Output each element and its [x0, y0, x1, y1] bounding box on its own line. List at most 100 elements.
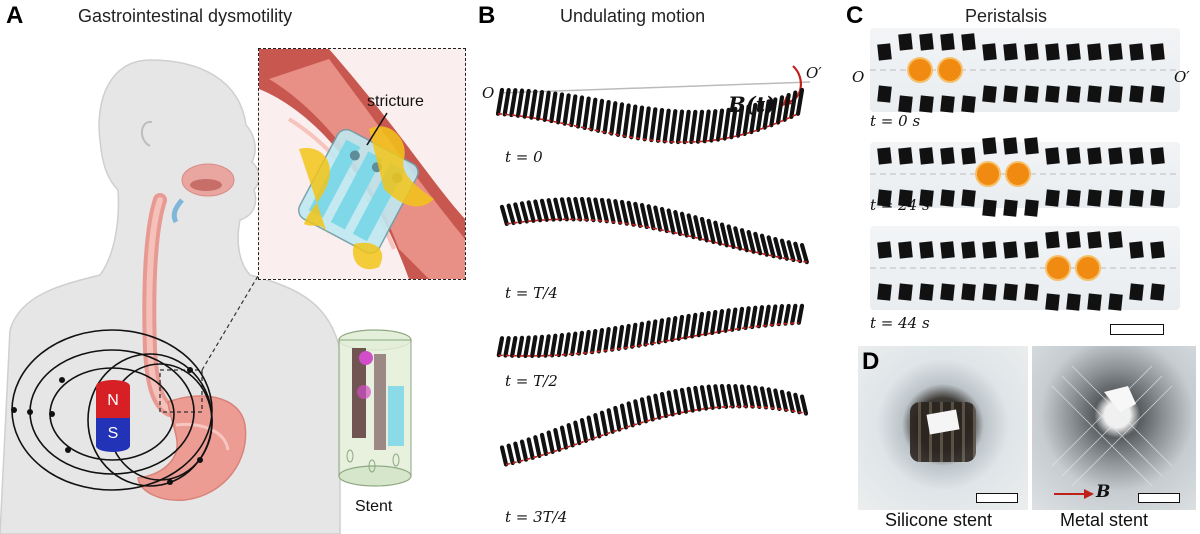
cilia-bar-0-20: [629, 104, 638, 140]
cilia-bar-1-12: [579, 196, 589, 222]
tube-segment-0-8: [1045, 85, 1060, 103]
cilia-bar-1-37: [746, 229, 756, 254]
panel-b-axis-end: O′: [806, 64, 822, 82]
tube-segment-2-5: [982, 283, 997, 301]
cilia-bar-1-21: [639, 202, 649, 230]
cilia-bar-0-38: [749, 102, 758, 135]
time-label-c-1: t = 24 s: [870, 196, 930, 214]
tube-segment-2-7: [1024, 241, 1039, 259]
cilia-bar-0-33: [715, 108, 725, 142]
cilia-bar-2-31: [703, 310, 711, 337]
magnet-north-pole: N: [96, 380, 130, 418]
tube-segment-2-3: [940, 241, 955, 259]
cilia-bar-3-43: [786, 391, 795, 414]
cilia-bar-3-1: [506, 443, 515, 466]
stomach: [137, 395, 247, 501]
cilia-bar-1-26: [673, 209, 683, 237]
cilia-bar-0-30: [695, 109, 705, 144]
cilia-bar-1-5: [533, 199, 543, 223]
tube-segment-1-12: [1129, 147, 1144, 165]
cilia-bar-0-5: [529, 89, 538, 120]
cilia-bar-0-14: [589, 97, 598, 132]
cilia-bar-3-24: [659, 391, 669, 419]
cilia-bar-2-30: [696, 311, 705, 338]
tube-segment-1-4: [961, 147, 976, 165]
tube-segment-2-3: [940, 283, 955, 301]
tube-segment-0-6: [1003, 85, 1018, 103]
tube-segment-0-12: [1129, 43, 1144, 61]
cilia-bar-0-23: [649, 107, 658, 143]
tube-segment-2-6: [1003, 283, 1018, 301]
cilia-bar-0-11: [569, 94, 578, 128]
cilia-bar-0-18: [615, 102, 625, 137]
cilia-bar-0-6: [535, 89, 545, 121]
metal-scale-bar: [1138, 493, 1180, 503]
tube-segment-1-11: [1108, 189, 1123, 207]
cilia-bar-3-0: [499, 445, 509, 467]
tube-segment-1-11: [1108, 147, 1123, 165]
tube-segment-2-10: [1087, 293, 1102, 311]
cilia-bar-0-4: [522, 88, 531, 119]
cilia-bar-2-37: [743, 306, 751, 331]
cilia-bar-2-22: [643, 320, 651, 347]
envelope-curve-2: [498, 322, 799, 357]
cilia-bar-1-25: [666, 208, 676, 235]
cilia-bar-2-9: [556, 333, 565, 358]
tube-segment-0-3: [940, 95, 955, 113]
cilia-bar-1-23: [653, 205, 663, 232]
cilia-bar-1-14: [593, 197, 603, 223]
tube-segment-1-0: [877, 147, 892, 165]
cilia-bar-2-6: [536, 334, 545, 358]
tube-segment-1-4: [961, 189, 976, 207]
cilia-bar-1-22: [646, 204, 656, 231]
cilia-bar-1-0: [499, 204, 509, 227]
tube-segment-0-9: [1066, 43, 1081, 61]
cilia-bar-1-32: [713, 220, 723, 246]
cilia-bar-0-37: [742, 104, 751, 137]
cilia-bar-0-31: [702, 109, 711, 144]
cilia-bar-0-12: [575, 95, 585, 129]
tube-segment-2-2: [919, 241, 934, 259]
cilia-bar-0-15: [595, 98, 605, 133]
cilia-bar-3-8: [553, 427, 562, 452]
silicone-stent-caption: Silicone stent: [885, 510, 993, 530]
cilia-bar-3-4: [526, 437, 535, 460]
envelope-curve-3: [505, 405, 807, 466]
cilia-bar-2-17: [610, 325, 618, 352]
panel-c-letter: C: [846, 2, 864, 29]
cilia-bar-2-42: [776, 304, 785, 327]
cilia-bar-1-30: [699, 216, 709, 243]
tube-segment-0-11: [1108, 43, 1123, 61]
cilia-bar-0-41: [769, 97, 778, 128]
tube-segment-2-11: [1108, 231, 1123, 249]
cilia-bar-2-26: [670, 315, 678, 343]
tube-segment-0-7: [1024, 43, 1039, 61]
tube-segment-1-6: [1003, 137, 1018, 155]
stricture-label: stricture: [367, 93, 424, 110]
cilia-bar-1-10: [566, 197, 576, 222]
cilia-bar-2-24: [656, 318, 665, 345]
cilia-bar-3-35: [733, 384, 742, 409]
cilia-bar-1-39: [759, 233, 769, 257]
cilia-bar-1-42: [779, 238, 789, 261]
tube-segment-1-12: [1129, 189, 1144, 207]
cilia-bar-3-18: [619, 403, 629, 430]
cilia-bar-0-17: [609, 101, 618, 136]
cilia-bar-2-13: [583, 329, 591, 356]
cilia-bar-3-28: [686, 386, 695, 413]
cilia-bar-1-15: [599, 197, 609, 224]
undulating-frames: [495, 65, 811, 467]
tube-segment-0-9: [1066, 85, 1081, 103]
tube-segment-1-5: [982, 137, 997, 155]
tube-segment-0-4: [961, 95, 976, 113]
cilia-bar-1-3: [519, 201, 529, 224]
tube-segment-0-10: [1087, 43, 1102, 61]
cilia-bar-3-37: [746, 384, 755, 409]
cilia-bar-3-22: [646, 395, 655, 422]
tube-segment-1-7: [1024, 199, 1039, 217]
cilia-bar-3-38: [753, 385, 762, 410]
tube-segment-0-7: [1024, 85, 1039, 103]
cilia-bar-2-43: [783, 303, 791, 326]
cilia-bar-1-34: [726, 224, 736, 250]
cilia-bar-1-4: [526, 200, 536, 223]
